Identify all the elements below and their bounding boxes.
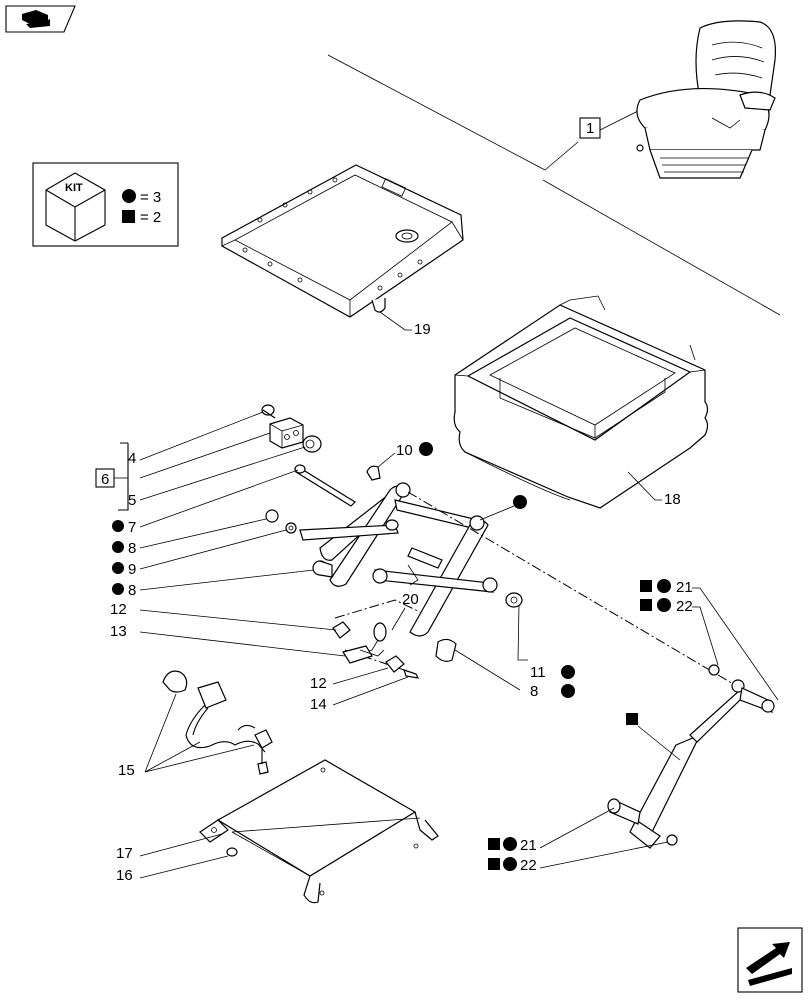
part-13-latch [342,645,385,664]
bellows-gaiter [453,295,709,509]
callout-15: 15 [118,762,135,779]
callout-11: 11 [530,664,546,681]
circle-symbol-icon [112,541,124,553]
axis-line [407,491,736,686]
square-symbol-icon [122,210,135,223]
part-8-bushing-lower [312,560,333,578]
scissor-linkage [299,482,498,637]
callout-10: 10 [396,442,413,459]
part-5-bushing [302,435,322,453]
part-10-clip [366,452,396,481]
gas-spring-strut [629,679,745,849]
callout-6: 6 [101,471,109,488]
next-page-arrow-icon[interactable] [737,927,803,993]
part-12-clip-lower [385,655,405,673]
part-15-wiring-harness [162,670,273,775]
kit-cube-label: KIT [65,182,83,194]
circle-symbol-icon [561,684,575,698]
kit-cube-icon [45,172,106,242]
square-symbol-icon [640,599,652,611]
part-21-pin-lower [607,798,641,825]
callout-22b: 22 [520,857,537,874]
circle-symbol-icon [503,857,517,871]
callout-22a: 22 [676,598,693,615]
square-symbol-icon [640,580,652,592]
callout-19: 19 [414,321,431,338]
circle-symbol-icon [657,579,671,593]
circle-symbol-icon [122,189,136,203]
seat-base-plate [221,164,464,318]
circle-symbol-icon [112,520,124,532]
part-12-clip-upper [332,621,351,639]
square-symbol-icon [626,713,638,725]
circle-symbol-icon [112,583,124,595]
callout-20: 20 [402,591,419,608]
callout-8c: 8 [530,683,538,700]
kit-legend-box: KIT = 3 = 2 [32,162,179,247]
callout-4: 4 [128,450,136,467]
part-9-washer [285,522,297,534]
kit-legend-square-text: = 2 [140,209,161,226]
part-14-pin [403,669,420,679]
part-22-clip-upper [708,664,720,676]
part-17-bracket-plate [199,759,439,904]
part-7-pin [294,464,356,507]
axis-line-2 [334,599,421,619]
callout-1: 1 [586,120,594,137]
callout-16: 16 [116,867,133,884]
callout-8a: 8 [128,540,136,557]
part-8-bushing-upper [265,509,279,523]
callout-14: 14 [310,696,327,713]
callout-17: 17 [116,845,133,862]
callout-18: 18 [664,491,681,508]
callout-21a: 21 [676,579,693,596]
circle-symbol-icon [503,837,517,851]
callout-13: 13 [110,623,127,640]
circle-symbol-icon [419,442,433,456]
circle-symbol-icon [112,562,124,574]
kit-legend-circle-text: = 3 [140,189,161,206]
square-symbol-icon [488,838,500,850]
book-hand-icon[interactable] [5,5,76,33]
seat-overview: 1 [327,20,781,316]
square-symbol-icon [488,858,500,870]
part-8-bushing-mid [435,638,457,662]
circle-symbol-icon [561,665,575,679]
part-5-block [269,417,304,449]
callout-box-1 [579,117,601,139]
callout-8b: 8 [128,582,136,599]
part-22-clip-lower [666,834,678,846]
callout-5: 5 [128,492,136,509]
callout-7: 7 [128,519,136,536]
callout-12b: 12 [310,675,327,692]
circle-symbol-icon [513,495,527,509]
callout-12a: 12 [110,601,127,618]
part-11-washer [505,592,523,608]
part-16-screw [226,847,238,857]
circle-symbol-icon [657,598,671,612]
callout-9: 9 [128,561,136,578]
complete-seat-image [636,20,777,179]
callout-21b: 21 [520,837,537,854]
part-21-pin-upper [739,687,775,714]
part-4-screw [261,404,276,419]
part-20-spring [365,622,387,653]
